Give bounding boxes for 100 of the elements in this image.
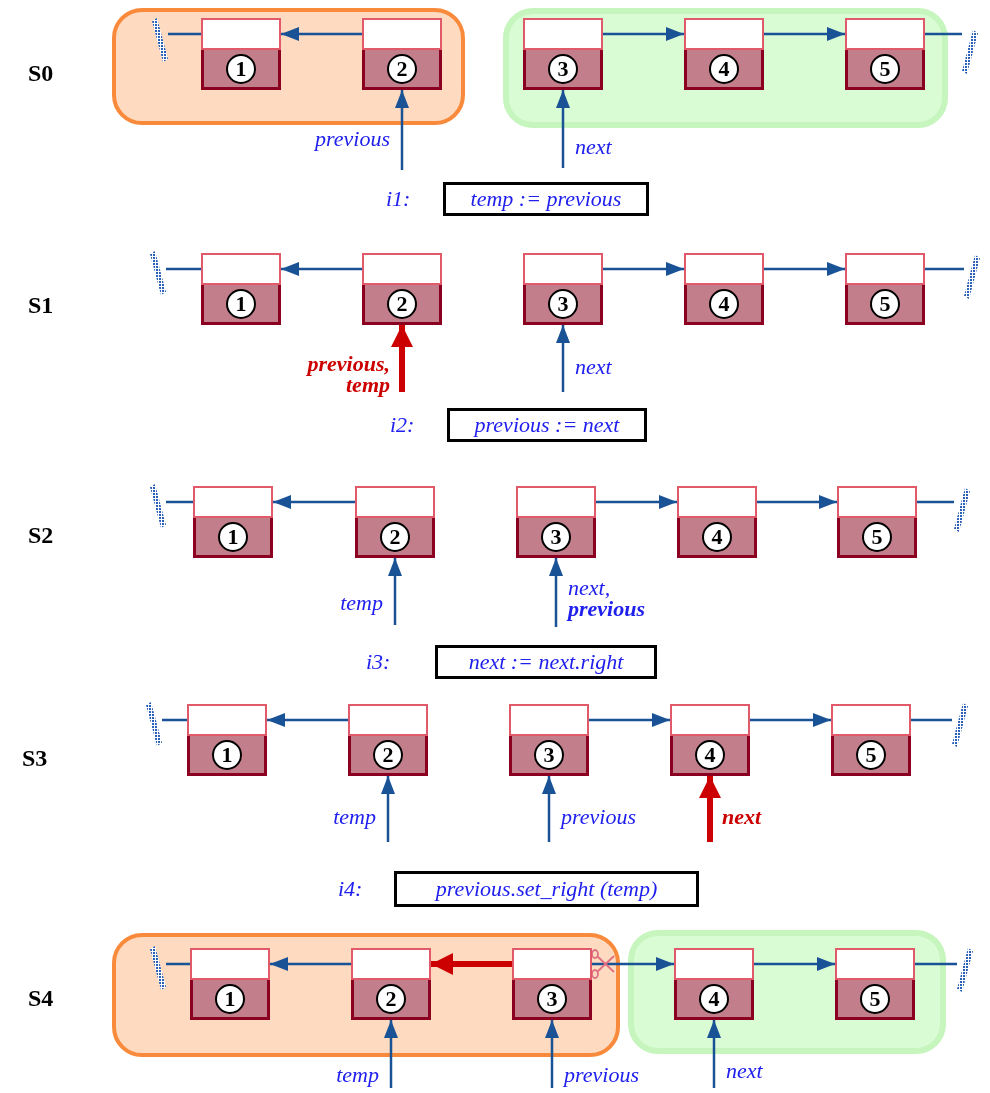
pointer-arrow [699,776,721,842]
group-band [112,933,620,1057]
link-line [917,500,954,504]
link-arrow [754,957,835,971]
link-arrow [267,713,348,727]
list-cell [845,18,925,90]
cell-number: 4 [709,53,739,84]
cell-number: 4 [709,288,739,319]
pointer-label: previous [315,128,390,149]
cell-number: 1 [215,983,245,1014]
list-cell [677,486,757,558]
list-cell [523,18,603,90]
ground-symbol [962,30,978,74]
pointer-label: next [575,136,612,157]
list-cell [201,18,281,90]
link-arrow [273,495,355,509]
list-cell [190,948,270,1020]
link-line [911,718,952,722]
pointer-arrow [545,1020,559,1088]
ground-symbol [952,703,968,747]
step-label: i4: [338,876,363,902]
list-cell [523,253,603,325]
list-cell [845,253,925,325]
ground-symbol [150,484,166,528]
list-cell [201,253,281,325]
step-label: i1: [386,186,411,212]
link-arrow [750,713,831,727]
pointer-label: temp [336,1064,379,1085]
cell-number: 2 [373,739,403,770]
cell-number: 1 [218,521,248,552]
cell-number: 3 [541,521,571,552]
link-arrow [281,27,362,41]
link-arrow [589,713,670,727]
list-cell [187,704,267,776]
cell-number: 5 [862,521,892,552]
pointer-arrow [556,90,570,168]
cell-number: 3 [534,739,564,770]
statement-box [435,645,657,679]
code-statement: next := next.right [468,649,624,675]
ground-symbol [957,948,973,992]
cell-number: 2 [387,288,417,319]
link-line [166,962,190,966]
step-label: i3: [366,649,391,675]
code-statement: previous.set_right (temp) [435,876,658,902]
pointer-label: next [575,356,612,377]
cell-number: 2 [380,521,410,552]
list-cell [684,253,764,325]
pointer-arrow [395,90,409,170]
cell-number: 4 [699,983,729,1014]
link-arrow [431,953,512,975]
list-cell [670,704,750,776]
cell-number: 5 [860,983,890,1014]
link-arrow [281,262,362,276]
group-band [112,8,465,125]
list-cell [835,948,915,1020]
link-arrow [603,27,684,41]
link-line [166,267,201,271]
pointer-label: temp [340,592,383,613]
statement-box [394,871,699,907]
list-cell [512,948,592,1020]
list-cell [348,704,428,776]
link-arrow [764,262,845,276]
list-cell [355,486,435,558]
cell-number: 1 [212,739,242,770]
list-cell [516,486,596,558]
pointer-label: previous, temp [305,353,390,395]
statement-box [443,182,649,216]
link-line [168,32,201,36]
state-label: S2 [28,522,54,549]
group-band [628,930,946,1054]
pointer-label: next [722,806,762,827]
cell-number: 5 [856,739,886,770]
list-cell [509,704,589,776]
step-label: i2: [390,412,415,438]
cell-number: 3 [548,53,578,84]
cell-number: 2 [387,53,417,84]
cell-number: 5 [870,53,900,84]
statement-box [447,408,647,442]
pointer-arrow [391,325,413,392]
pointer-arrow [707,1020,721,1088]
ground-symbol [150,251,166,295]
list-cell [362,18,442,90]
pointer-arrow [556,325,570,392]
cell-number: 5 [870,288,900,319]
pointer-label: temp [333,806,376,827]
link-arrow [592,957,674,971]
link-line [925,267,964,271]
cell-number: 1 [226,53,256,84]
group-band [503,8,948,128]
state-label: S0 [28,60,54,87]
link-arrow [603,262,684,276]
cell-number: 1 [226,288,256,319]
ground-symbol [146,702,162,746]
pointer-arrow [384,1020,398,1088]
link-line [166,500,193,504]
code-statement: temp := previous [470,186,622,212]
link-arrow [596,495,677,509]
link-line [162,718,187,722]
code-statement: previous := next [474,412,620,438]
ground-symbol [150,946,166,990]
